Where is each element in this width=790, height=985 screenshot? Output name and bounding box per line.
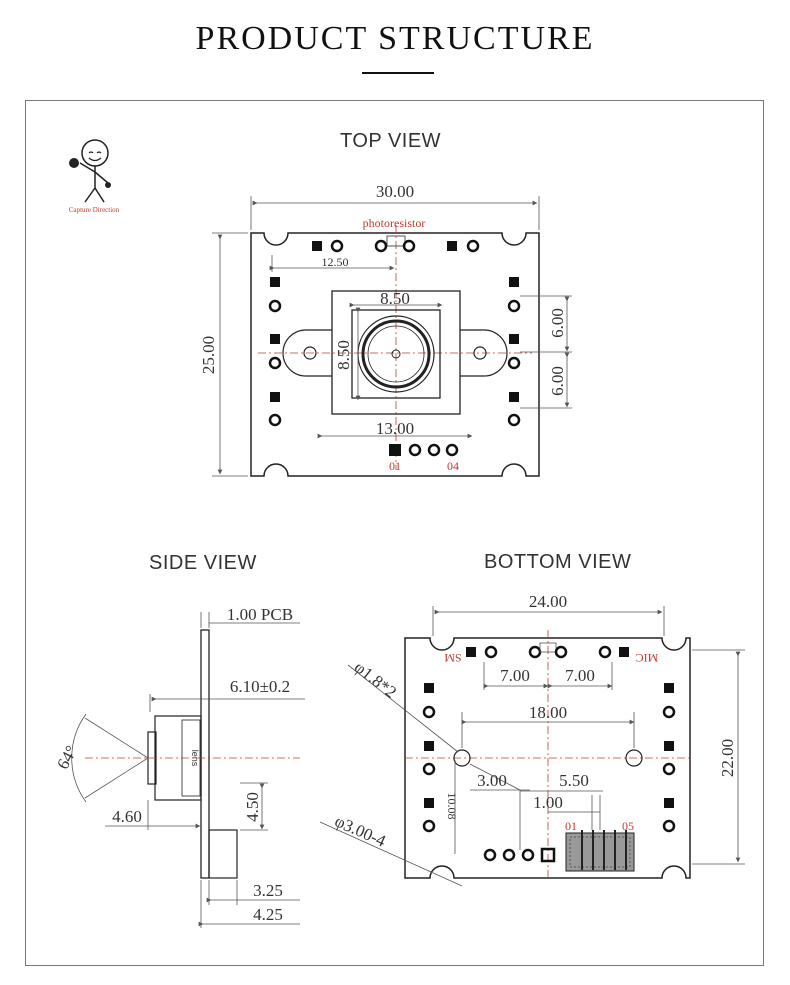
top-pitch-upper: 6.00 xyxy=(548,308,567,338)
bottom-connector xyxy=(565,830,635,872)
bottom-hole-small: φ1.8*2 xyxy=(351,657,401,702)
bottom-pin-last: 05 xyxy=(622,819,634,833)
top-pin-last: 04 xyxy=(447,459,459,473)
bottom-dim-550: 5.50 xyxy=(559,771,589,790)
logo-caption: Capture Direction xyxy=(69,206,120,214)
bottom-height-dim: 22.00 xyxy=(718,739,737,777)
bottom-pin-first: 01 xyxy=(565,819,577,833)
side-lens-height: 6.10±0.2 xyxy=(230,677,290,696)
bottom-view: 24.00 22.00 SM MIC 7.00 7.00 xyxy=(319,592,745,887)
top-view-label: TOP VIEW xyxy=(340,130,442,152)
drawing-frame xyxy=(25,100,764,966)
top-board-outline xyxy=(250,232,540,477)
top-height-dim: 25.00 xyxy=(199,336,218,374)
bottom-hole-large: φ3.00-4 xyxy=(332,811,389,850)
side-fov: 64° xyxy=(53,742,81,772)
side-pcb-dim: 1.00 PCB xyxy=(227,605,293,624)
side-lens-mark: lens xyxy=(190,750,200,767)
side-dim-a: 3.25 xyxy=(253,881,283,900)
side-connector xyxy=(208,829,238,879)
top-offset-dim: 12.50 xyxy=(322,255,349,269)
side-connector-height: 4.50 xyxy=(243,792,262,822)
top-lens-width: 8.50 xyxy=(380,289,410,308)
bottom-hole-right xyxy=(625,749,643,767)
logo: Capture Direction xyxy=(69,139,120,214)
bottom-pitch-right: 7.00 xyxy=(565,666,595,685)
side-view-label: SIDE VIEW xyxy=(149,552,257,574)
side-offset: 4.60 xyxy=(112,807,142,826)
bottom-board-outline xyxy=(404,637,691,879)
title-underline xyxy=(362,72,434,74)
page-title: PRODUCT STRUCTURE xyxy=(195,20,595,57)
side-dim-b: 4.25 xyxy=(253,905,283,924)
bottom-dim-3: 3.00 xyxy=(477,771,507,790)
bottom-pitch-left: 7.00 xyxy=(500,666,530,685)
bottom-dim-1008: 10.08 xyxy=(445,793,459,820)
side-view: lens 64° 1.00 PCB 6.10±0.2 4.60 4.50 3.2… xyxy=(53,605,305,928)
bottom-width-dim: 24.00 xyxy=(529,592,567,611)
logo-camera-icon xyxy=(69,158,79,168)
bottom-hole-span: 18.00 xyxy=(529,703,567,722)
bottom-mark-right: MIC xyxy=(636,651,659,665)
lens-holder xyxy=(331,290,461,415)
top-pin-first: 01 xyxy=(389,459,401,473)
top-view: 30.00 25.00 photoresistor 12.50 xyxy=(199,182,572,477)
bottom-view-label: BOTTOM VIEW xyxy=(484,551,632,573)
bottom-mark-left: SM xyxy=(444,651,462,665)
top-lens-height: 8.50 xyxy=(334,340,353,370)
top-width-dim: 30.00 xyxy=(376,182,414,201)
bottom-hole-left xyxy=(453,749,471,767)
photoresistor-label: photoresistor xyxy=(363,216,426,230)
side-pcb xyxy=(200,629,210,879)
top-holder-width: 13.00 xyxy=(376,419,414,438)
photoresistor xyxy=(386,235,406,247)
bottom-dim-100: 1.00 xyxy=(533,793,563,812)
logo-head-icon xyxy=(81,139,109,167)
top-pitch-lower: 6.00 xyxy=(548,366,567,396)
